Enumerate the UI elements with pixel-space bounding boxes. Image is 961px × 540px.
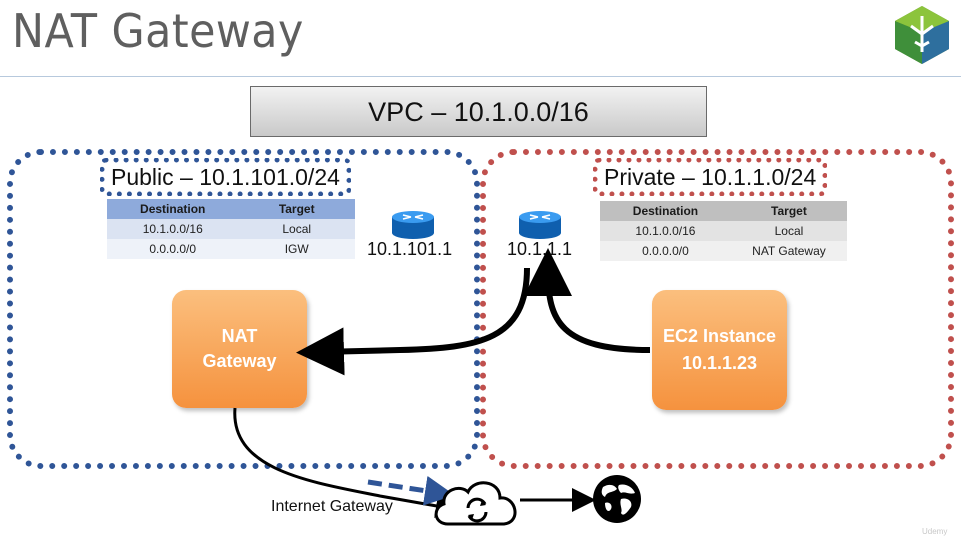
router-icon	[519, 211, 561, 239]
route-destination: 0.0.0.0/0	[600, 241, 731, 261]
igw-route-dashed-arrow	[367, 475, 455, 506]
public-router-ip: 10.1.101.1	[367, 239, 453, 259]
nat-gateway-label: Gateway	[202, 351, 277, 371]
table-row: 0.0.0.0/0 NAT Gateway	[600, 241, 847, 261]
route-destination: 0.0.0.0/0	[107, 239, 239, 259]
table-row: 10.1.0.0/16 Local	[600, 221, 847, 241]
private-subnet-boundary	[480, 149, 954, 469]
ec2-to-router-arrow	[524, 248, 651, 353]
vpc-label: VPC – 10.1.0.0/16	[250, 86, 707, 137]
route-destination: 10.1.0.0/16	[107, 219, 239, 239]
route-table-header: Target	[238, 199, 355, 219]
ec2-instance-box: EC2 Instance 10.1.1.23	[652, 290, 787, 410]
public-route-table: Destination Target 10.1.0.0/16 Local 0.0…	[107, 199, 355, 259]
nat-to-igw-arrow	[233, 407, 460, 518]
table-row: 0.0.0.0/0 IGW	[107, 239, 355, 259]
route-target: NAT Gateway	[730, 241, 847, 261]
ec2-instance-label: EC2 Instance	[662, 326, 777, 346]
route-table-header: Destination	[107, 199, 239, 219]
public-subnet-boundary	[7, 149, 480, 469]
slide-title: NAT Gateway	[12, 4, 304, 58]
private-route-table: Destination Target 10.1.0.0/16 Local 0.0…	[600, 201, 847, 261]
globe-icon	[593, 475, 641, 523]
route-table-header: Target	[730, 201, 847, 221]
public-subnet-label: Public – 10.1.101.0/24	[100, 158, 351, 196]
route-destination: 10.1.0.0/16	[600, 221, 731, 241]
nat-gateway-label: NAT	[221, 326, 258, 346]
internet-gateway-label: Internet Gateway	[271, 498, 393, 515]
route-table-header: Destination	[600, 201, 731, 221]
route-target: IGW	[238, 239, 355, 259]
table-row: 10.1.0.0/16 Local	[107, 219, 355, 239]
title-divider	[0, 76, 961, 77]
private-subnet-label: Private – 10.1.1.0/24	[593, 158, 828, 196]
cloud-sync-icon	[434, 481, 517, 526]
route-target: Local	[238, 219, 355, 239]
route-target: Local	[730, 221, 847, 241]
watermark: Udemy	[922, 527, 948, 536]
logo-icon	[895, 6, 949, 64]
ec2-instance-ip: 10.1.1.23	[681, 353, 758, 373]
router-to-nat-arrow	[296, 267, 530, 376]
router-icon	[392, 211, 434, 239]
nat-gateway-box: NAT Gateway	[172, 290, 307, 408]
